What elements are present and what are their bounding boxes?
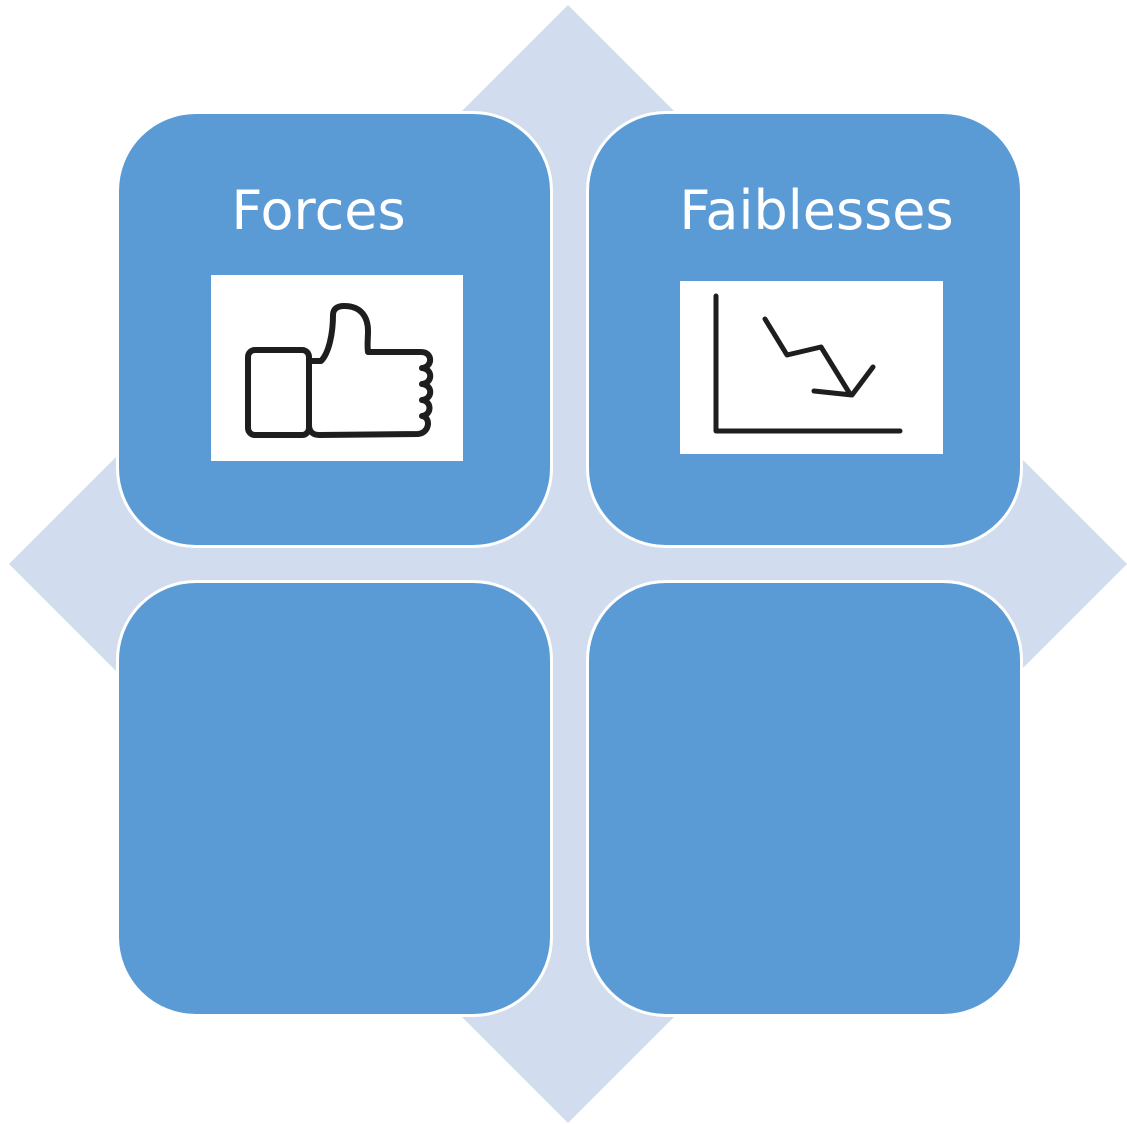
- quadrant-faiblesses: Faiblesses: [586, 111, 1023, 548]
- thumbs-up-icon: [211, 275, 463, 461]
- quadrant-title-forces: Forces: [231, 179, 406, 242]
- declining-chart-icon: [680, 281, 943, 454]
- chart-axes: [713, 293, 903, 434]
- chart-arrow-head: [811, 364, 876, 398]
- quadrant-forces: Forces: [116, 111, 553, 548]
- quadrant-bottom-right: [586, 580, 1023, 1017]
- quadrant-title-faiblesses: Faiblesses: [679, 179, 954, 242]
- chart-trend-line: [762, 316, 853, 397]
- quadrant-bottom-left: [116, 580, 553, 1017]
